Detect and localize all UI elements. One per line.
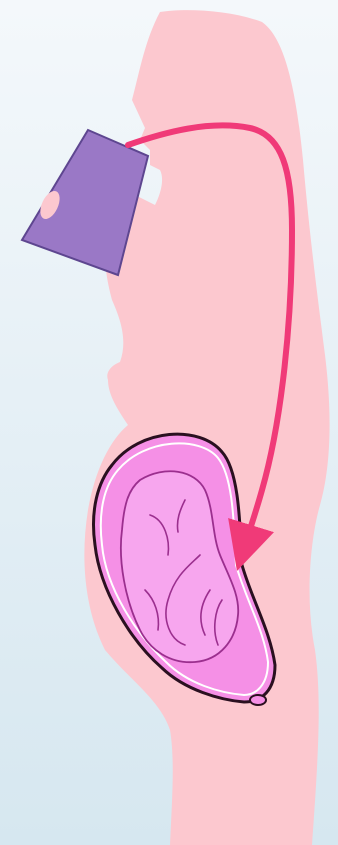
woman-silhouette — [84, 10, 329, 845]
